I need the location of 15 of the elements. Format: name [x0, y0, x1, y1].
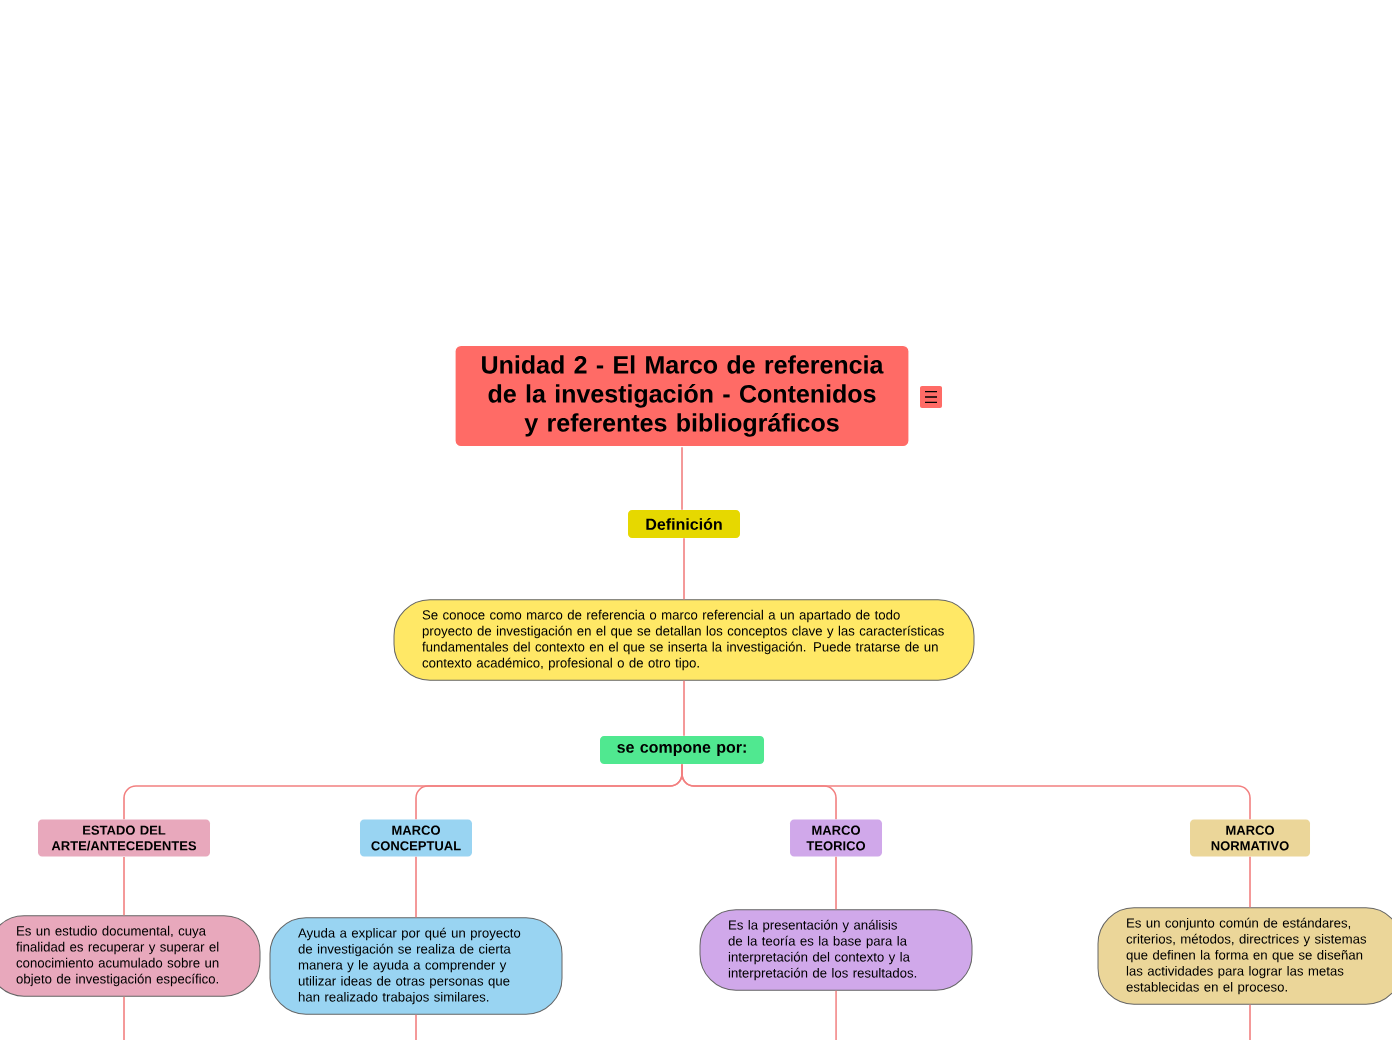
connector-line [835, 856, 837, 911]
connector-line [1249, 856, 1251, 909]
label-box: se compone por: [600, 736, 764, 764]
label-box: Definición [628, 510, 740, 538]
title-box: Unidad 2 - El Marco de referencia de la investigación - Contenidos y referentes bibliográficos [454, 344, 910, 448]
connector-line [681, 446, 683, 511]
connector-line [683, 537, 685, 601]
connector-line [123, 995, 125, 1040]
connector-line [835, 989, 837, 1040]
connector-line [415, 1013, 417, 1040]
connector-line [1249, 1003, 1251, 1040]
connector-line [123, 856, 125, 917]
connector-line [683, 679, 685, 737]
connector-line [415, 856, 417, 919]
connector-line [681, 763, 1251, 820]
